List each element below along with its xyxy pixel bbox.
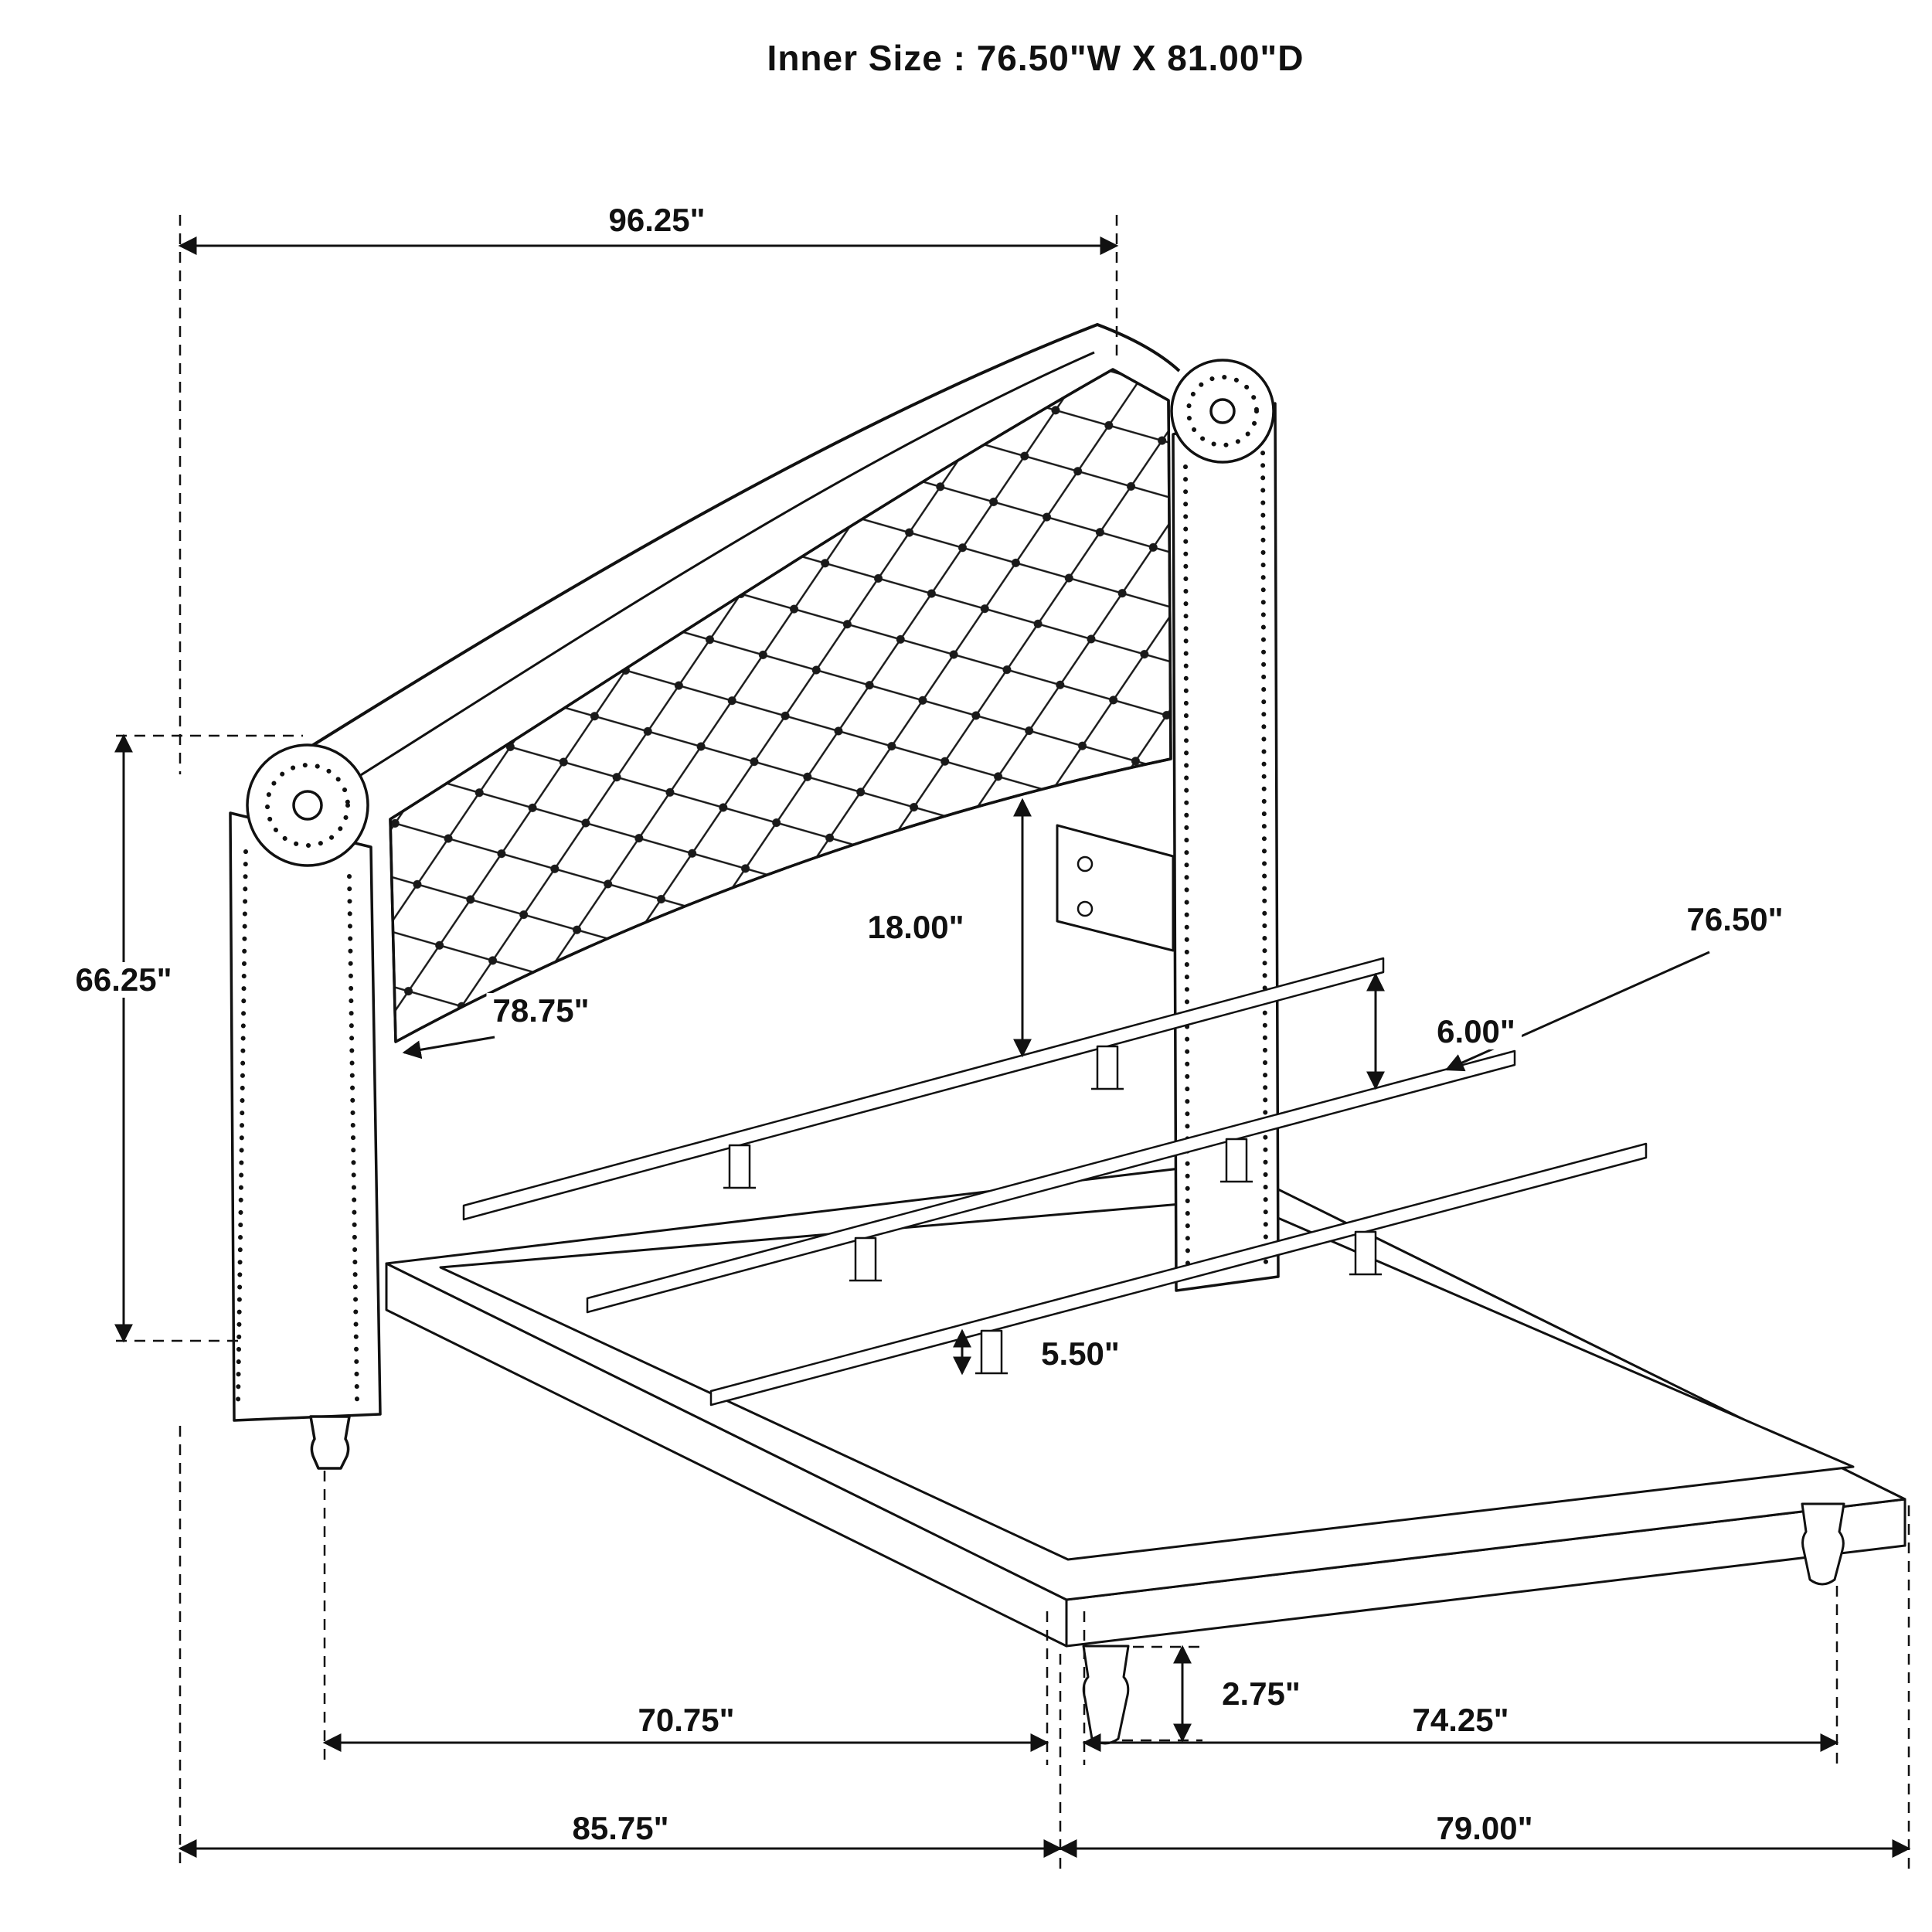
slat-foot	[849, 1236, 882, 1282]
headboard-top-roll-inner	[356, 351, 1095, 779]
dim-headboard-height-label: 66.25"	[69, 962, 179, 998]
dimension-lines	[114, 236, 1911, 1858]
dim-overall-right-span-label: 79.00"	[1430, 1811, 1539, 1846]
leader-slat-length	[1444, 951, 1710, 1072]
dim-frame-left-span-label: 70.75"	[631, 1702, 741, 1738]
bracket-board	[1056, 824, 1175, 952]
headboard-left-leg	[309, 1415, 351, 1470]
left-scroll-nailheads	[265, 763, 350, 848]
slat-foot	[723, 1144, 756, 1189]
dim-overall-width-label: 96.25"	[602, 202, 712, 238]
right-scroll-nailheads	[1186, 375, 1259, 447]
dim-rail-drop-label: 18.00"	[861, 910, 971, 945]
leader-headboard-width	[402, 1036, 495, 1060]
slat-rail-3	[709, 1142, 1648, 1406]
frame-inner-opening	[439, 1198, 1855, 1561]
right-scroll-center	[1209, 398, 1236, 424]
headboard	[229, 323, 1280, 1470]
slat-rail-1	[462, 957, 1385, 1221]
dim-rail-gap-label: 6.00"	[1430, 1014, 1522, 1049]
diagram-title: Inner Size : 76.50"W X 81.00"D	[767, 38, 1304, 78]
slat-rails	[462, 957, 1648, 1406]
front-leg	[1082, 1645, 1130, 1745]
slat-foot	[975, 1329, 1008, 1375]
left-wing-nailheads	[236, 849, 359, 1407]
bed-frame	[385, 1162, 1906, 1745]
dim-slat-foot-height-label: 5.50"	[1035, 1336, 1126, 1372]
left-scroll-center	[292, 790, 323, 821]
bolt-hole-bottom	[1077, 900, 1094, 917]
dim-headboard-width-label: 78.75"	[486, 993, 596, 1029]
dim-overall-left-span-label: 85.75"	[566, 1811, 675, 1846]
left-wing	[229, 811, 382, 1422]
dim-slat-length-label: 76.50"	[1680, 902, 1790, 937]
slat-foot	[1349, 1230, 1382, 1276]
slat-foot	[1091, 1045, 1124, 1090]
right-leg	[1801, 1502, 1845, 1586]
slat-rail-2	[586, 1049, 1516, 1314]
headboard-top-roll-outer	[309, 323, 1181, 748]
dim-frame-right-span-label: 74.25"	[1406, 1702, 1515, 1738]
tufted-panel	[389, 368, 1172, 1043]
slat-foot	[1220, 1138, 1253, 1183]
dim-leg-height-label: 2.75"	[1216, 1676, 1307, 1712]
bolt-hole-top	[1077, 855, 1094, 872]
